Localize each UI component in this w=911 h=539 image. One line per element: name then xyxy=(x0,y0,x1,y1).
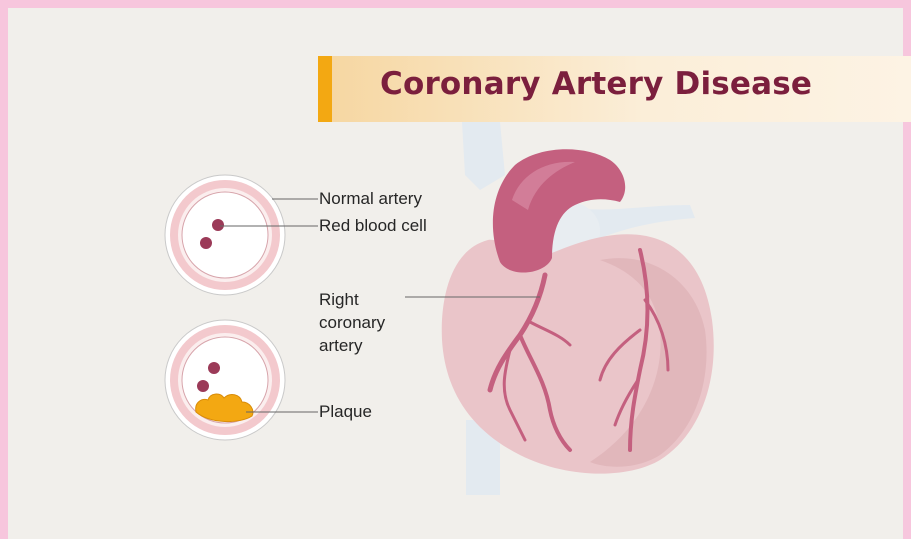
normal-artery-cross-section xyxy=(165,175,285,295)
plaque-label: Plaque xyxy=(319,401,372,423)
heart-illustration xyxy=(442,122,714,495)
red-blood-cell-label: Red blood cell xyxy=(319,215,427,237)
diseased-artery-cross-section xyxy=(165,320,285,440)
superior-vena-cava xyxy=(462,122,505,190)
right-coronary-label-line2: coronary xyxy=(319,312,385,334)
red-blood-cell xyxy=(212,219,224,231)
right-coronary-label-line1: Right xyxy=(319,289,359,311)
normal-artery-label: Normal artery xyxy=(319,188,422,210)
red-blood-cell xyxy=(200,237,212,249)
red-blood-cell xyxy=(197,380,209,392)
right-coronary-label-line3: artery xyxy=(319,335,362,357)
red-blood-cell xyxy=(208,362,220,374)
